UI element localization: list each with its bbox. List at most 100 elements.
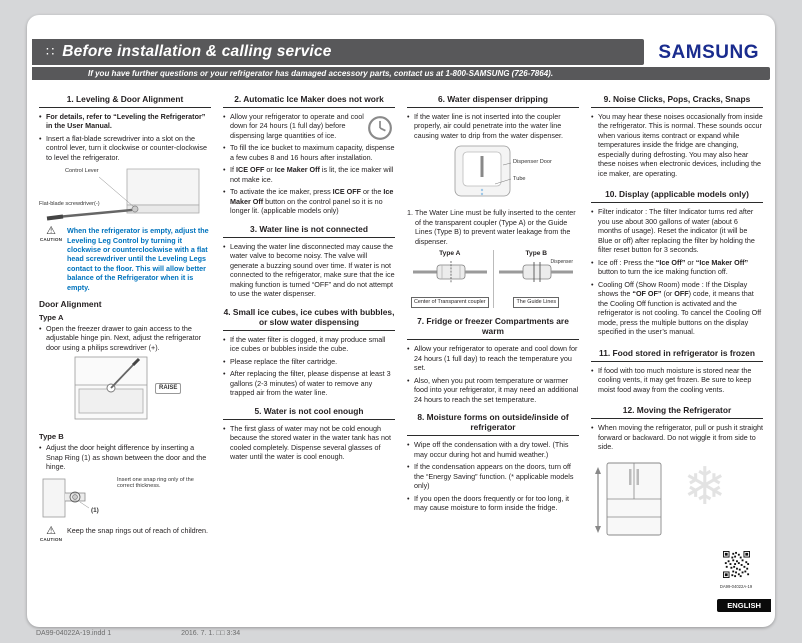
figure-label: Control Lever (65, 168, 99, 175)
bullet: If ICE OFF or Ice Maker Off is lit, the … (223, 165, 395, 184)
figure-label: Flat-blade screwdriver(-) (39, 201, 100, 208)
type-a-heading: Type A (39, 312, 64, 322)
dispenser-figure: Dispenser Door Tube (407, 143, 579, 203)
bullet: Also, when you put room temperature or w… (407, 376, 579, 405)
bullet: If the water line is not inserted into t… (407, 112, 579, 141)
column-4: 9. Noise Clicks, Pops, Cracks, Snaps You… (591, 93, 763, 615)
section-moving: 12. Moving the Refrigerator When moving … (591, 404, 763, 589)
coupler-b-drawing-icon (499, 262, 574, 283)
section-title: 11. Food stored in refrigerator is froze… (591, 347, 763, 362)
section-small-ice-cubes: 4. Small ice cubes, ice cubes with bubbl… (223, 306, 395, 398)
bullet: If the water filter is clogged, it may p… (223, 335, 395, 354)
section-leveling: 1. Leveling & Door Alignment For details… (39, 93, 211, 292)
bullet: If you open the doors frequently or for … (407, 494, 579, 513)
samsung-logo: SAMSUNG (658, 42, 759, 63)
column-3: 6. Water dispenser dripping If the water… (407, 93, 579, 615)
language-badge: ENGLISH (717, 599, 771, 612)
caution-icon: ⚠ CAUTION (39, 524, 63, 542)
bullet: If the condensation appears on the doors… (407, 462, 579, 491)
bullet: Adjust the door height difference by ins… (39, 443, 211, 472)
section-display: 10. Display (applicable models only) Fil… (591, 188, 763, 339)
snap-ring-note: Insert one snap ring only of the correct… (117, 476, 194, 490)
footer-datetime: 2016. 7. 1. □□ 3:34 (181, 630, 241, 637)
section-compartments-warm: 7. Fridge or freezer Compartments are wa… (407, 315, 579, 404)
print-footer: DA99-04022A-19.indd 1 2016. 7. 1. □□ 3:34 (36, 630, 240, 637)
caution-text: Keep the snap rings out of reach of chil… (67, 525, 209, 535)
coupler-diagrams: Type A Center of Transparent coupler T (407, 250, 580, 309)
header-title-bar: ∷ Before installation & calling service (32, 39, 644, 65)
bullet: Please replace the filter cartridge. (223, 357, 395, 367)
section-noises: 9. Noise Clicks, Pops, Cracks, Snaps You… (591, 93, 763, 181)
bullet: Wipe off the condensation with a dry tow… (407, 440, 579, 459)
section-title: 1. Leveling & Door Alignment (39, 93, 211, 108)
column-2: 2. Automatic Ice Maker does not work All… (223, 93, 395, 615)
column-1: 1. Leveling & Door Alignment For details… (39, 93, 211, 615)
bullet: To fill the ice bucket to maximum capaci… (223, 143, 395, 162)
contact-banner: If you have further questions or your re… (32, 67, 770, 80)
caution-note: ⚠ CAUTION Keep the snap rings out of rea… (39, 524, 211, 542)
bullet: Allow your refrigerator to operate and c… (223, 112, 395, 141)
section-title: 5. Water is not cool enough (223, 405, 395, 420)
coupler-a-caption: Center of Transparent coupler (410, 297, 489, 308)
raise-label: RAISE (155, 383, 182, 395)
coupler-type-a: Type A Center of Transparent coupler (407, 250, 493, 308)
coupler-b-caption: The Guide Lines (513, 297, 560, 308)
warning-triangle-icon: ⚠ (46, 524, 56, 537)
caution-word: CAUTION (39, 536, 63, 542)
section-water-line: 3. Water line is not connected Leaving t… (223, 223, 395, 299)
type-a-label: Type A (439, 250, 461, 258)
section-water-not-cool: 5. Water is not cool enough The first gl… (223, 405, 395, 462)
manual-page: ∷ Before installation & calling service … (27, 15, 775, 627)
section-title: 6. Water dispenser dripping (407, 93, 579, 108)
moving-figure: ❄ (591, 455, 763, 545)
qr-block: DA99-04022A-19 (713, 550, 759, 589)
page-title: Before installation & calling service (62, 43, 332, 60)
coupler-a-drawing-icon (412, 261, 487, 284)
door-alignment-heading: Door Alignment (39, 298, 102, 309)
type-b-label: Type B (525, 250, 548, 258)
coupler-type-b: Type B Dispenser The Guide Lines (492, 250, 580, 309)
section-title: 12. Moving the Refrigerator (591, 404, 763, 420)
section-title: 9. Noise Clicks, Pops, Cracks, Snaps (591, 93, 763, 108)
bullet: When moving the refrigerator, pull or pu… (591, 423, 763, 452)
section-title: 8. Moisture forms on outside/inside of r… (407, 411, 579, 437)
bullet: Ice off : Press the “Ice Off” or “Ice Ma… (591, 258, 763, 277)
bullet: For details, refer to “Leveling the Refr… (39, 112, 211, 131)
figure-label: Dispenser Door (513, 159, 552, 166)
section-moisture: 8. Moisture forms on outside/inside of r… (407, 411, 579, 512)
content-columns: 1. Leveling & Door Alignment For details… (39, 93, 763, 615)
bullet: Open the freezer drawer to gain access t… (39, 324, 211, 353)
bullet: You may hear these noises occasionally f… (591, 112, 763, 179)
leveling-drawing-icon (46, 169, 200, 221)
snowflake-icon: ❄ (683, 457, 727, 516)
section-dispenser-dripping: 6. Water dispenser dripping If the water… (407, 93, 580, 309)
section-title: 10. Display (applicable models only) (591, 188, 763, 204)
bullet: If food with too much moisture is stored… (591, 366, 763, 395)
bullet: Allow your refrigerator to operate and c… (407, 344, 579, 373)
dispenser-drawing-icon (454, 146, 512, 197)
fridge-drawer-drawing-icon (74, 357, 148, 420)
bullet: Filter indicator : The filter Indicator … (591, 207, 763, 255)
caution-icon: ⚠ CAUTION (39, 225, 63, 243)
hinge-drawing-icon (42, 478, 90, 518)
section-ice-maker: 2. Automatic Ice Maker does not work All… (223, 93, 395, 216)
type-b-heading: Type B (39, 432, 64, 442)
header-dots-icon: ∷ (46, 44, 56, 59)
bullet: To activate the ice maker, press ICE OFF… (223, 187, 395, 216)
bullet: Leaving the water line disconnected may … (223, 242, 395, 299)
footer-filename: DA99-04022A-19.indd 1 (36, 630, 112, 637)
caution-text: When the refrigerator is empty, adjust t… (67, 226, 209, 292)
dispenser-step: 1. The Water Line must be fully inserted… (407, 208, 576, 246)
caution-word: CAUTION (39, 237, 63, 243)
bullet: The first glass of water may not be cold… (223, 424, 395, 462)
bullet: Insert a flat-blade screwdriver into a s… (39, 134, 211, 163)
section-title: 7. Fridge or freezer Compartments are wa… (407, 315, 579, 341)
warning-triangle-icon: ⚠ (46, 225, 56, 238)
section-title: 4. Small ice cubes, ice cubes with bubbl… (223, 306, 395, 331)
section-title: 3. Water line is not connected (223, 223, 395, 238)
bullet: Cooling Off (Show Room) mode : If the Di… (591, 280, 763, 337)
qr-label: DA99-04022A-19 (719, 583, 753, 589)
section-food-frozen: 11. Food stored in refrigerator is froze… (591, 347, 763, 397)
type-b-figure: Insert one snap ring only of the correct… (39, 475, 211, 521)
leveling-figure: Control Lever Flat-blade screwdriver(-) (39, 165, 211, 221)
